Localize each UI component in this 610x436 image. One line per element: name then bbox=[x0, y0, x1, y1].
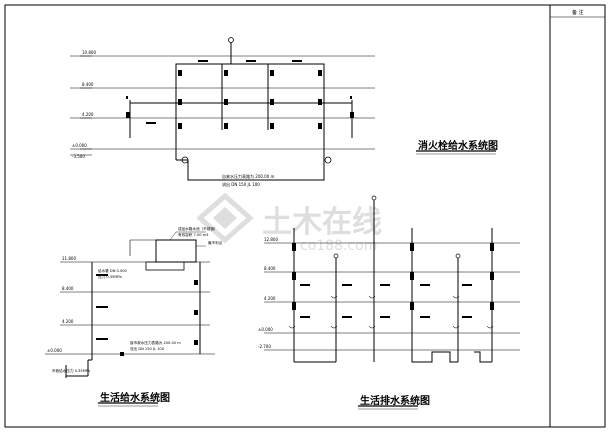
supply-level-0: 11.800 bbox=[62, 256, 76, 261]
fire-hydrant-diagram bbox=[70, 37, 375, 181]
supply-system-title: 生活给水系统图 bbox=[100, 393, 170, 404]
supply-level-2: 4.200 bbox=[62, 319, 74, 324]
drain-level-3: ±0.000 bbox=[258, 327, 273, 332]
water-tank bbox=[155, 239, 197, 263]
fire-hydrant-boxes bbox=[126, 60, 354, 129]
title-underlines bbox=[98, 150, 496, 410]
drawing-border bbox=[4, 4, 606, 428]
fire-system-title: 消火栓给水系统图 bbox=[418, 141, 498, 152]
fire-level-4: -3.500 bbox=[72, 154, 85, 159]
fire-note-1: 自来水压力表路为 200.00 m bbox=[222, 173, 275, 179]
supply-level-1: 8.400 bbox=[62, 286, 74, 291]
fire-level-labels: 10.800 8.400 4.200 ±0.000 -3.500 bbox=[72, 50, 96, 159]
fire-level-0: 10.800 bbox=[82, 50, 96, 55]
fire-notes: 自来水压力表路为 200.00 m 流出 DN 150 JL 100 bbox=[222, 173, 275, 187]
domestic-supply-diagram bbox=[45, 231, 215, 378]
fire-note-2: 流出 DN 150 JL 100 bbox=[222, 181, 260, 187]
fire-level-2: 4.200 bbox=[82, 112, 94, 117]
pipe-note-2: 压力 0.35MPa bbox=[98, 274, 122, 279]
watermark-main: 土木在线 bbox=[262, 205, 382, 240]
tank-note-2: 有效容积 7.00 m3 bbox=[178, 232, 208, 237]
supply-level-labels: 11.800 8.400 4.200 ±0.000 bbox=[47, 256, 76, 353]
fire-level-3: ±0.000 bbox=[72, 143, 87, 148]
fire-level-1: 8.400 bbox=[82, 82, 94, 87]
drain-floor-lines bbox=[264, 242, 520, 351]
supply-notes: 成品水箱水池（不锈钢） 有效容积 7.00 m3 最不利点 给水管 DN 0.0… bbox=[52, 226, 223, 373]
drain-level-labels: 12.800 8.400 4.200 ±0.000 -2.700 bbox=[258, 237, 278, 349]
watermark-sub: co188.com bbox=[300, 238, 377, 254]
drain-vents bbox=[333, 195, 461, 259]
drain-fittings bbox=[292, 243, 494, 318]
drain-traps bbox=[288, 295, 494, 329]
supply-fixtures bbox=[96, 274, 198, 356]
drain-level-2: 4.200 bbox=[264, 296, 276, 301]
title-block bbox=[549, 5, 605, 427]
watermark: 土木在线 co188.com bbox=[196, 192, 382, 254]
supply-bottom-note-1: 接市政水压力表路为 200.00 m bbox=[130, 340, 181, 345]
drain-level-0: 12.800 bbox=[264, 237, 278, 242]
tank-note-3: 最不利点 bbox=[208, 240, 223, 245]
drain-level-4: -2.700 bbox=[258, 344, 271, 349]
fire-level-marks bbox=[70, 55, 92, 156]
supply-level-3: ±0.000 bbox=[47, 348, 62, 353]
pipe-note-1: 给水管 DN 0.000 bbox=[98, 268, 128, 273]
title-block-label: 备 注 bbox=[572, 10, 584, 16]
supply-bottom-note-2: 流出 DN 150 JL 100 bbox=[130, 346, 165, 351]
domestic-drainage-diagram bbox=[264, 195, 520, 363]
supply-inlet-note: 市政给水压力 0.35MPa bbox=[52, 368, 90, 373]
tank-note-1: 成品水箱水池（不锈钢） bbox=[178, 226, 218, 231]
drain-level-1: 8.400 bbox=[264, 266, 276, 271]
drainage-system-title: 生活排水系统图 bbox=[360, 396, 430, 407]
